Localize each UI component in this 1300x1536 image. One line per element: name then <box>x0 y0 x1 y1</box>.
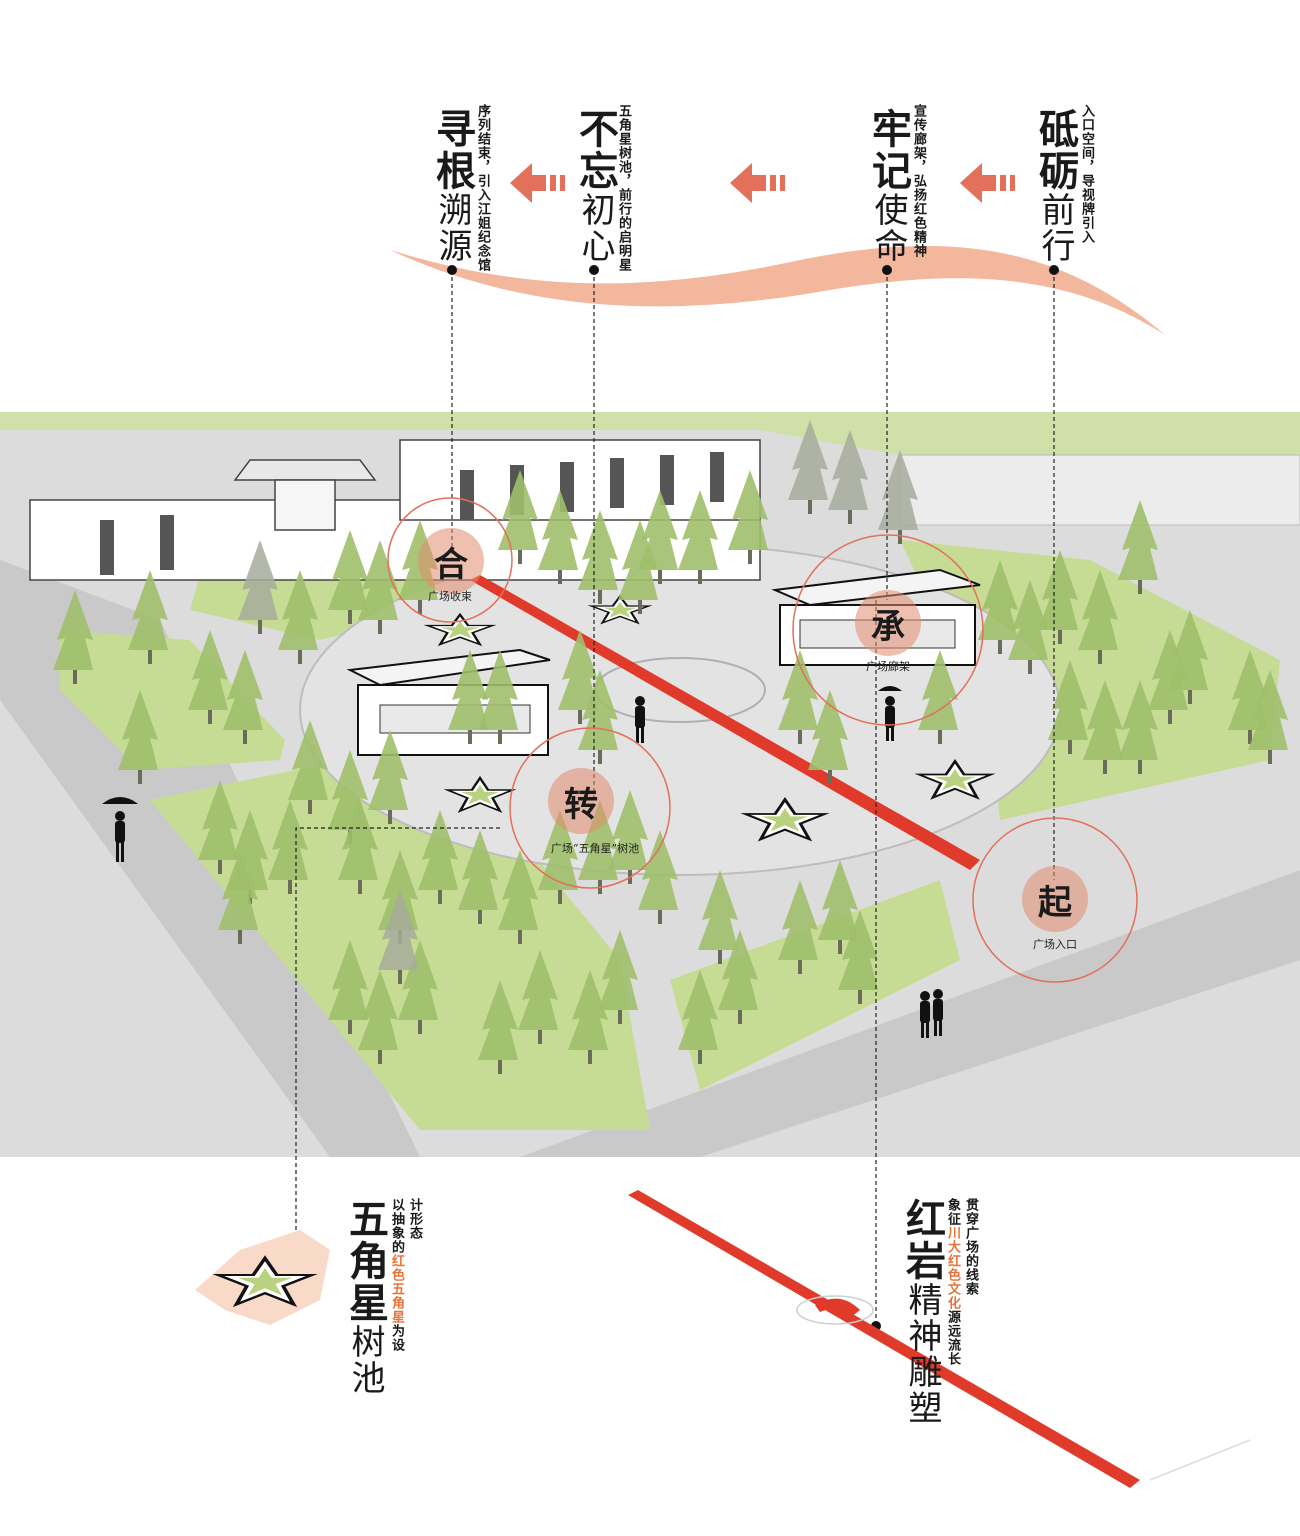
sculpture-detail-line2-tail: 源远流长 <box>945 1310 960 1366</box>
lawn-south <box>670 880 960 1090</box>
sculpture-detail-title: 红岩精神雕塑 <box>899 1198 945 1426</box>
sequence-he-title: 寻根溯源 <box>429 108 475 264</box>
star-detail-line2: 计形态 <box>407 1198 422 1240</box>
east-building <box>899 454 1300 526</box>
stage-cheng-label: 广场廊架 <box>866 660 910 673</box>
star-detail-line1-tail: 为设 <box>389 1324 404 1352</box>
sequence-he-title-bold: 寻根 <box>429 108 475 192</box>
person <box>878 686 902 741</box>
sequence-cheng-title-bold: 牢记 <box>865 108 911 192</box>
sequence-zhuan-title: 不忘初心 <box>572 108 618 264</box>
person <box>933 989 943 1036</box>
star-detail-title: 五角星树池 <box>342 1198 388 1396</box>
leader-lines <box>295 270 1055 1326</box>
sequence-qi-title-light: 前行 <box>1035 192 1075 264</box>
sequence-qi-title: 砥砺前行 <box>1032 108 1078 264</box>
sequence-he-title-light: 溯源 <box>432 192 472 264</box>
arrow-left-icon <box>730 163 785 203</box>
sculpture-detail-line2-text: 象征 <box>945 1198 960 1226</box>
person <box>920 991 930 1038</box>
stage-circles <box>387 497 1138 983</box>
stage-he-label: 广场收束 <box>428 590 472 603</box>
star-detail-line1: 以抽象的红色五角星为设 <box>389 1198 404 1352</box>
people <box>102 686 943 1038</box>
stage-qi-char: 起 <box>1022 866 1088 932</box>
person <box>102 797 138 862</box>
road-front <box>520 870 1300 1157</box>
sequence-zhuan-title-light: 初心 <box>575 192 615 264</box>
stage-cheng-char: 承 <box>855 590 921 656</box>
star-detail-title-bold: 五角星 <box>342 1198 388 1324</box>
stage-zhuan-char: 转 <box>548 768 614 834</box>
person <box>635 696 645 743</box>
sculpture-detail-line1: 贯穿广场的线索 <box>963 1198 978 1296</box>
sequence-qi-desc: 入口空间，导视牌引入 <box>1079 104 1094 244</box>
lawn-west <box>60 630 285 770</box>
arrow-left-icon <box>960 163 1015 203</box>
stage-zhuan-label: 广场“五角星”树池 <box>550 842 640 855</box>
sequence-cheng-title-light: 使命 <box>868 192 908 264</box>
sculpture-detail-line2-highlight: 川大红色文化 <box>945 1226 960 1310</box>
sequence-zhuan-title-bold: 不忘 <box>572 108 618 192</box>
sequence-cheng-title: 牢记使命 <box>865 108 911 264</box>
sculpture-detail-title-bold: 红岩 <box>899 1198 945 1282</box>
arrow-left-icon <box>510 163 565 203</box>
star-detail-line1-highlight: 红色五角星 <box>389 1254 404 1324</box>
sequence-cheng-desc: 宣传廊架，弘扬红色精神 <box>911 104 926 258</box>
sculpture-detail-line2: 象征川大红色文化源远流长 <box>945 1198 960 1366</box>
sequence-qi-title-bold: 砥砺 <box>1032 108 1078 192</box>
star-pool-detail <box>195 1230 330 1325</box>
star-detail-title-light: 树池 <box>345 1324 385 1396</box>
stage-he-char: 合 <box>418 528 484 594</box>
sequence-he-desc: 序列结束，引入江姐纪念馆 <box>475 104 490 272</box>
stage-qi-label: 广场入口 <box>1033 938 1077 951</box>
sequence-arrows <box>510 163 1015 203</box>
sequence-ribbon <box>390 245 1165 335</box>
red-spine-path <box>470 575 980 870</box>
star-detail-line1-text: 以抽象的 <box>389 1198 404 1254</box>
red-sculpture-detail <box>628 1190 1251 1488</box>
sequence-zhuan-desc: 五角星树池，前行的启明星 <box>616 104 631 272</box>
sculpture-detail-title-light: 精神雕塑 <box>902 1282 942 1426</box>
